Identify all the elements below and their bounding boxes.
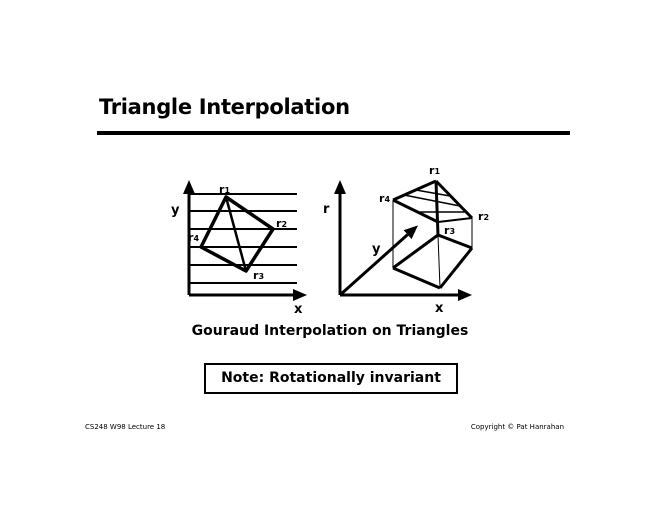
right-diagram — [334, 179, 474, 301]
right-r1-label: r1 — [429, 164, 440, 177]
right-r3-label: r3 — [444, 224, 455, 237]
left-r4-label: r4 — [188, 231, 199, 244]
right-r2-label: r2 — [478, 210, 489, 223]
right-r-label: r — [323, 202, 330, 217]
scan-lines — [189, 193, 297, 284]
left-diagram — [183, 180, 307, 301]
y-axis — [339, 225, 418, 297]
footer-course: CS248 W98 Lecture 18 — [85, 423, 166, 431]
figure-caption: Gouraud Interpolation on Triangles — [191, 323, 469, 339]
right-y-label: y — [372, 242, 381, 257]
right-r4-label: r4 — [379, 192, 390, 205]
footer-copyright: Copyright © Pat Hanrahan — [470, 423, 564, 431]
left-y-label: y — [171, 203, 180, 218]
left-r3-label: r3 — [253, 269, 264, 282]
note-box: Note: Rotationally invariant — [204, 363, 458, 394]
title-rule — [97, 131, 570, 135]
left-r1-label: r1 — [219, 183, 230, 196]
slide-title: Triangle Interpolation — [99, 95, 350, 119]
prism — [392, 179, 474, 290]
triangles — [199, 195, 275, 273]
right-x-label: x — [435, 301, 444, 316]
left-x-label: x — [294, 302, 303, 317]
left-r2-label: r2 — [276, 217, 287, 230]
